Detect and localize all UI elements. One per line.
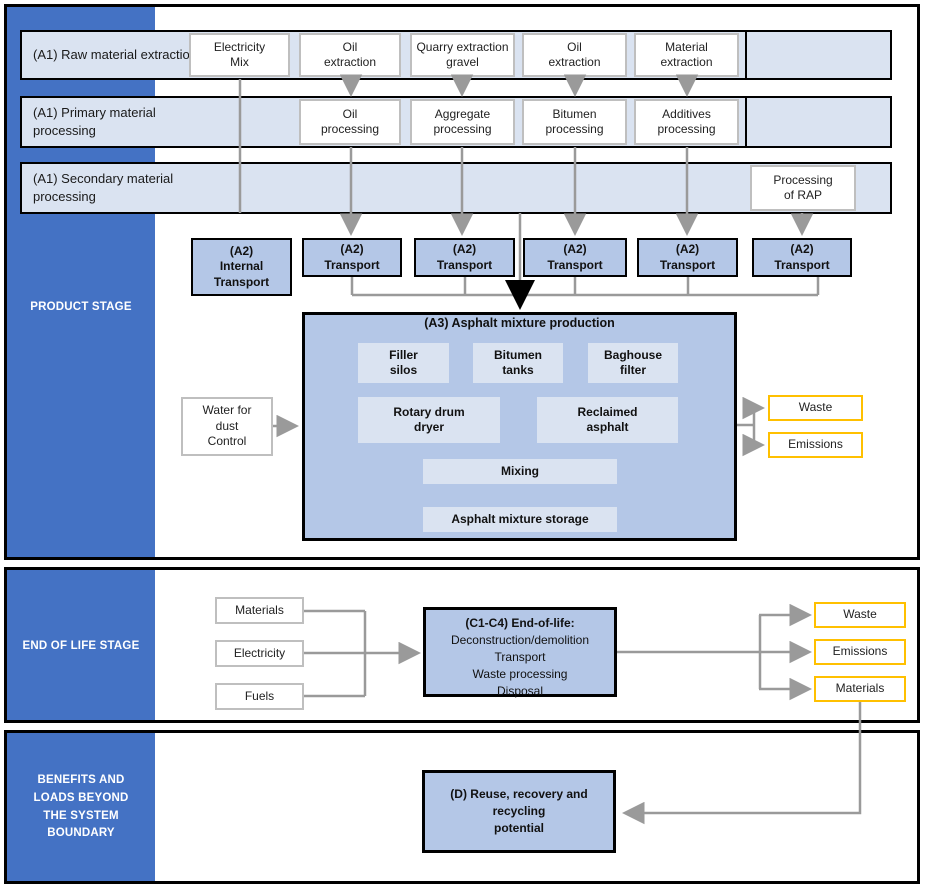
box-d-reuse-recovery-recycling: (D) Reuse, recovery and recycling potent… bbox=[422, 770, 616, 853]
benefits-stage-label: BENEFITS AND LOADS BEYOND THE SYSTEM BOU… bbox=[33, 774, 129, 840]
sidebar-product-stage bbox=[7, 7, 155, 557]
sidebar-benefits bbox=[7, 733, 155, 881]
box-oil-extraction-1: Oil extraction bbox=[299, 33, 401, 77]
c1-c4-title: (C1-C4) End-of-life: bbox=[465, 616, 575, 630]
band-raw-label: (A1) Raw material extraction bbox=[33, 47, 197, 63]
band-secondary-material-processing: (A1) Secondary material processing bbox=[20, 162, 892, 214]
unit-rotary-drum-dryer: Rotary drum dryer bbox=[358, 397, 500, 443]
box-water-for-dust-control: Water for dust Control bbox=[181, 397, 273, 456]
box-bitumen-processing: Bitumen processing bbox=[522, 99, 627, 145]
unit-asphalt-mixture-storage: Asphalt mixture storage bbox=[423, 507, 617, 532]
box-electricity-mix: Electricity Mix bbox=[189, 33, 290, 77]
box-transport-2: (A2) Transport bbox=[414, 238, 515, 277]
end-of-life-stage-label: END OF LIFE STAGE bbox=[22, 640, 140, 652]
c1-c4-steps: Deconstruction/demolition Transport Wast… bbox=[450, 633, 590, 699]
box-transport-1: (A2) Transport bbox=[302, 238, 402, 277]
band-raw-end-block bbox=[745, 30, 892, 80]
output-emissions-product: Emissions bbox=[768, 432, 863, 458]
box-transport-4: (A2) Transport bbox=[637, 238, 738, 277]
box-oil-extraction-2: Oil extraction bbox=[522, 33, 627, 77]
output-waste-eol: Waste bbox=[814, 602, 906, 628]
unit-filler-silos: Filler silos bbox=[358, 343, 449, 383]
output-waste-product: Waste bbox=[768, 395, 863, 421]
product-stage-label: PRODUCT STAGE bbox=[30, 301, 132, 313]
output-materials-eol: Materials bbox=[814, 676, 906, 702]
unit-baghouse-filter: Baghouse filter bbox=[588, 343, 678, 383]
band-primary-end-block bbox=[745, 96, 892, 148]
box-c1-c4-end-of-life: (C1-C4) End-of-life: Deconstruction/demo… bbox=[423, 607, 617, 699]
input-fuels: Fuels bbox=[215, 683, 304, 710]
output-emissions-eol: Emissions bbox=[814, 639, 906, 665]
box-aggregate-processing: Aggregate processing bbox=[410, 99, 515, 145]
box-additives-processing: Additives processing bbox=[634, 99, 739, 145]
box-processing-of-rap: Processing of RAP bbox=[750, 165, 856, 211]
band-secondary-label: (A1) Secondary material processing bbox=[33, 171, 174, 204]
box-quarry-extraction-gravel: Quarry extraction gravel bbox=[410, 33, 515, 77]
input-electricity: Electricity bbox=[215, 640, 304, 667]
box-transport-3: (A2) Transport bbox=[523, 238, 627, 277]
unit-bitumen-tanks: Bitumen tanks bbox=[473, 343, 563, 383]
box-internal-transport: (A2) Internal Transport bbox=[191, 238, 292, 296]
a3-title: (A3) Asphalt mixture production bbox=[424, 316, 615, 330]
sidebar-end-of-life-stage bbox=[7, 570, 155, 720]
box-material-extraction: Material extraction bbox=[634, 33, 739, 77]
box-transport-5: (A2) Transport bbox=[752, 238, 852, 277]
unit-mixing: Mixing bbox=[423, 459, 617, 484]
unit-reclaimed-asphalt: Reclaimed asphalt bbox=[537, 397, 678, 443]
box-oil-processing: Oil processing bbox=[299, 99, 401, 145]
band-primary-label: (A1) Primary material processing bbox=[33, 105, 156, 138]
input-materials: Materials bbox=[215, 597, 304, 624]
